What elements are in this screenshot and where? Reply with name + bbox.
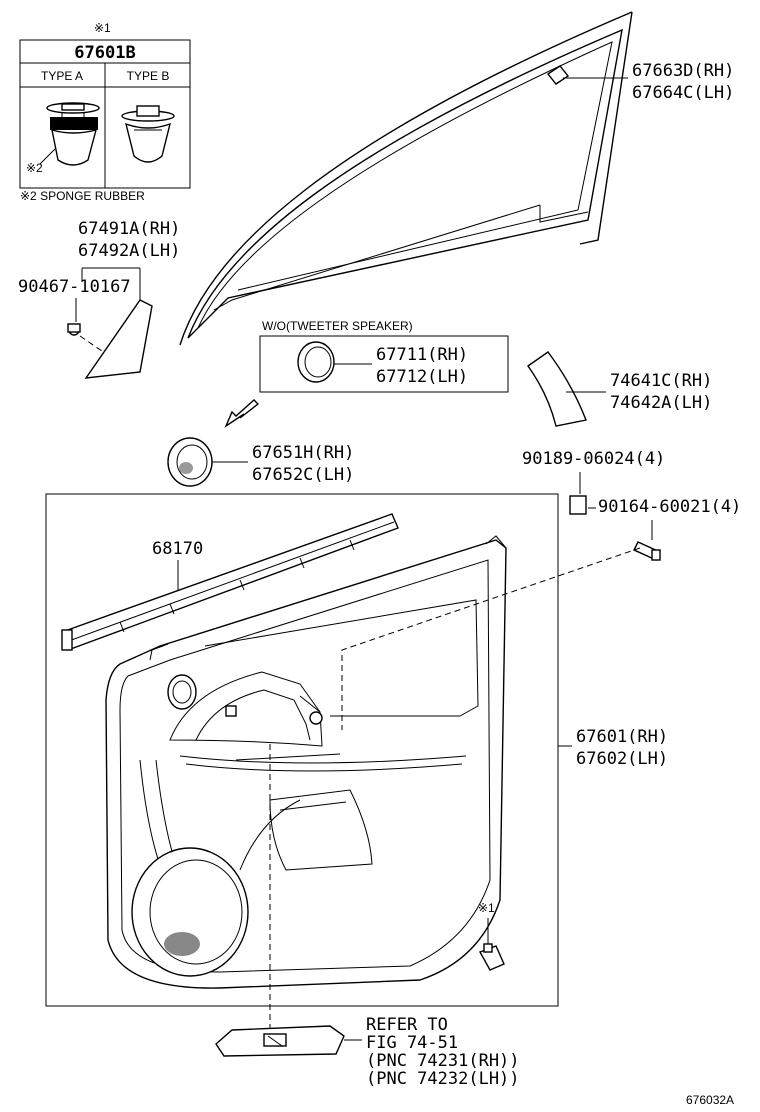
legend-part-number: 67601B — [74, 43, 135, 63]
legend-sponge-mark: ※2 — [26, 161, 43, 175]
armrest-pad-icon — [527, 351, 587, 427]
speaker-grille-icon — [167, 437, 213, 487]
tweeter-cover-icon — [297, 341, 335, 383]
label-90164: 90164-60021(4) — [598, 497, 741, 517]
legend-note-mark: ※1 — [94, 21, 111, 35]
label-67491a: 67491A(RH) — [78, 219, 180, 239]
door-trim-board-icon — [105, 535, 641, 989]
door-trim-frame — [45, 493, 559, 1007]
label-90189: 90189-06024(4) — [522, 449, 665, 469]
diagram-id: 676032A — [686, 1093, 734, 1107]
label-74642a: 74642A(LH) — [610, 393, 712, 413]
refer-line-4: (PNC 74232(LH)) — [366, 1069, 520, 1089]
label-67712: 67712(LH) — [376, 367, 468, 387]
clip-note-mark: ※1 — [478, 901, 495, 915]
tweeter-box — [259, 335, 509, 393]
label-67651h: 67651H(RH) — [252, 443, 354, 463]
legend-sponge-note: ※2 SPONGE RUBBER — [20, 189, 145, 203]
direction-arrow-icon — [224, 399, 260, 428]
clip-type-a-icon — [46, 102, 100, 166]
belt-moulding-icon — [61, 513, 399, 651]
refer-line-2: FIG 74-51 — [366, 1033, 458, 1053]
label-67602: 67602(LH) — [576, 749, 668, 769]
nut-90189-icon — [569, 495, 587, 515]
switch-base-icon — [215, 1025, 345, 1057]
refer-line-3: (PNC 74231(RH)) — [366, 1051, 520, 1071]
clip-type-legend: ※1 67601B TYPE A TYPE B ※2 ※2 SPONGE RUB… — [19, 21, 191, 203]
screw-90164-icon — [633, 541, 661, 561]
clip-type-b-icon — [121, 105, 175, 163]
legend-type-a: TYPE A — [41, 69, 83, 83]
label-68170: 68170 — [152, 539, 203, 559]
label-67664c: 67664C(LH) — [632, 83, 734, 103]
label-67663d: 67663D(RH) — [632, 61, 734, 81]
label-74641c: 74641C(RH) — [610, 371, 712, 391]
label-67492a: 67492A(LH) — [78, 241, 180, 261]
screw-90467-icon — [67, 323, 81, 336]
label-67652c: 67652C(LH) — [252, 465, 354, 485]
refer-line-1: REFER TO — [366, 1015, 448, 1035]
label-67711: 67711(RH) — [376, 345, 468, 365]
tweeter-note: W/O(TWEETER SPEAKER) — [262, 319, 413, 333]
label-67601: 67601(RH) — [576, 727, 668, 747]
door-clip-icon — [478, 943, 505, 971]
inner-cover-icon — [84, 299, 153, 379]
legend-type-b: TYPE B — [127, 69, 170, 83]
glass-run-weatherstrip — [179, 11, 633, 346]
label-90467: 90467-10167 — [18, 277, 131, 297]
weatherstrip-clip-icon — [546, 65, 570, 85]
